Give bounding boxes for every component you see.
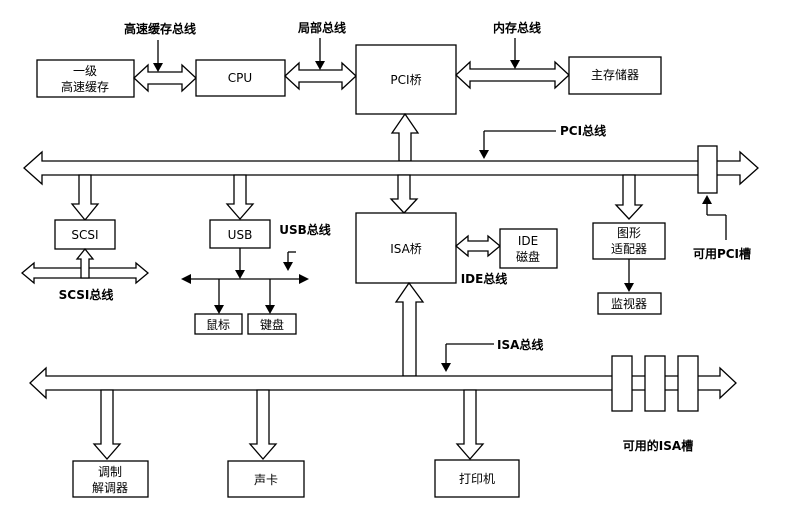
l1-cache-box: 一级 高速缓存	[36, 59, 135, 98]
cache-bus-arrow	[133, 63, 197, 93]
pci-to-graphics-arrow	[614, 174, 644, 220]
memory-bus-pointer-head	[510, 60, 520, 69]
l1-cache-label-line1: 一级	[73, 64, 97, 78]
local-bus-pointer-head	[315, 61, 325, 70]
main-memory-label: 主存储器	[591, 67, 639, 82]
isa-slot-2	[644, 355, 666, 412]
pci-slot	[697, 145, 718, 194]
l1-cache-label-line2: 高速缓存	[61, 79, 109, 94]
isa-bridge-label: ISA桥	[390, 242, 422, 256]
cpu-box: CPU	[195, 59, 286, 97]
pci-to-isa-bridge-arrow	[389, 174, 419, 214]
usb-label: USB	[228, 228, 253, 242]
pci-bridge-box: PCI桥	[355, 44, 457, 115]
isa-slot-label: 可用的ISA槽	[623, 438, 693, 453]
isa-to-sound-card-arrow	[248, 389, 278, 460]
monitor-box: 监视器	[597, 292, 662, 315]
cpu-label: CPU	[228, 71, 252, 85]
isa-bridge-box: ISA桥	[355, 212, 457, 284]
keyboard-box: 键盘	[247, 313, 297, 335]
usb-to-mouse-head	[214, 305, 224, 314]
usb-bus-right-head	[299, 274, 309, 284]
pci-bus-pointer-head	[479, 150, 489, 159]
ide-disk-box: IDE 磁盘	[499, 228, 558, 269]
modem-box: 调制 解调器	[72, 460, 149, 498]
sound-card-box: 声卡	[227, 460, 305, 498]
usb-box: USB	[209, 219, 271, 249]
local-bus-label: 局部总线	[298, 20, 346, 35]
printer-box: 打印机	[434, 459, 520, 498]
modem-label-line2: 解调器	[92, 481, 128, 495]
usb-connector-head	[235, 270, 245, 279]
mouse-label: 鼠标	[206, 318, 230, 332]
graphics-adapter-label-line2: 适配器	[611, 242, 647, 256]
graphics-adapter-box: 图形 适配器	[592, 222, 666, 260]
memory-bus-arrow	[455, 60, 570, 90]
scsi-box: SCSI	[54, 219, 116, 250]
ide-bus-label: IDE总线	[461, 271, 508, 286]
monitor-label: 监视器	[611, 296, 647, 311]
graphics-adapter-label-line1: 图形	[617, 226, 641, 240]
pci-slot-pointer-head	[702, 195, 712, 204]
graphics-to-monitor-head	[624, 283, 634, 292]
cache-bus-pointer-head	[153, 63, 163, 72]
modem-label-line1: 调制	[98, 465, 122, 479]
usb-bus-pointer-head	[283, 262, 293, 271]
isa-to-printer-arrow	[455, 389, 485, 460]
sound-card-label: 声卡	[254, 473, 278, 487]
isa-to-modem-arrow	[92, 389, 122, 460]
ide-disk-label-line1: IDE	[518, 234, 538, 248]
scsi-label: SCSI	[71, 228, 98, 242]
usb-to-keyboard-head	[265, 305, 275, 314]
ide-bus-arrow	[454, 234, 502, 258]
usb-bus-left-head	[181, 274, 191, 284]
isa-slot-3	[677, 355, 699, 412]
scsi-connector-arrow	[75, 247, 95, 279]
main-memory-box: 主存储器	[568, 56, 662, 95]
cache-bus-label: 高速缓存总线	[124, 21, 196, 36]
ide-disk-label-line2: 磁盘	[516, 249, 540, 264]
isa-bus-label: ISA总线	[497, 337, 543, 352]
scsi-bus-label: SCSI总线	[59, 287, 114, 302]
pci-bus	[23, 150, 759, 186]
printer-label: 打印机	[459, 472, 495, 486]
isa-bus	[29, 366, 737, 400]
pci-slot-label: 可用PCI槽	[693, 246, 751, 261]
mouse-box: 鼠标	[194, 313, 243, 335]
usb-bus-label: USB总线	[279, 222, 331, 237]
pci-bridge-up-arrow	[390, 112, 420, 162]
pci-to-usb-arrow	[225, 174, 255, 220]
pci-to-scsi-arrow	[70, 174, 100, 222]
pci-bridge-label: PCI桥	[390, 73, 421, 87]
memory-bus-label: 内存总线	[493, 20, 541, 35]
isa-slot-1	[611, 355, 633, 412]
isa-bus-to-bridge-arrow	[394, 281, 425, 377]
keyboard-label: 键盘	[260, 317, 284, 332]
pci-bus-label: PCI总线	[560, 123, 606, 138]
isa-bus-pointer-head	[441, 363, 451, 372]
